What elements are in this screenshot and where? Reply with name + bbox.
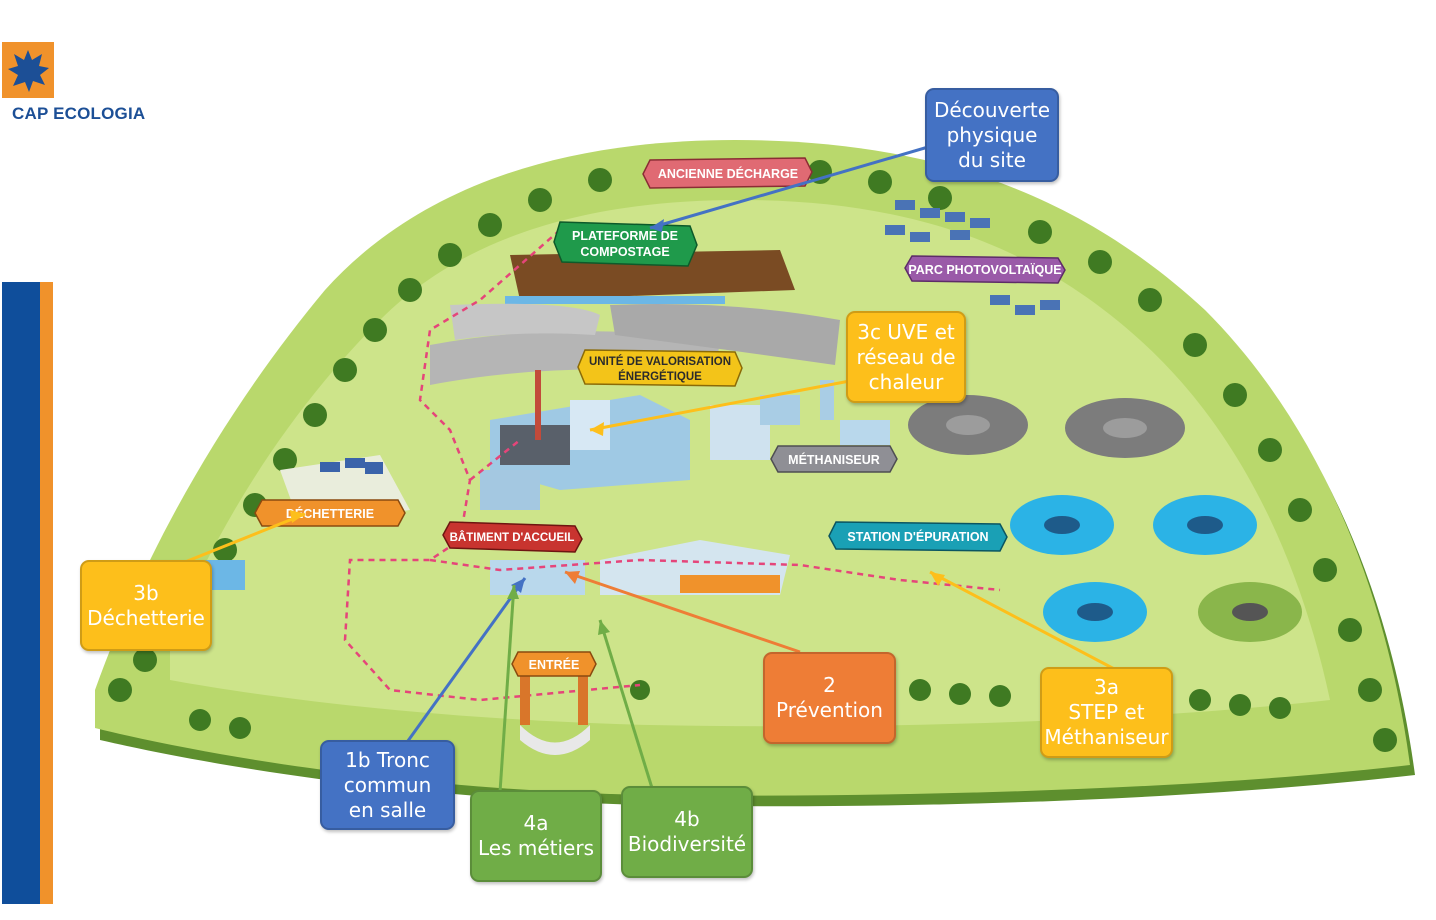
stop-3b-dechetterie: 3b Déchetterie xyxy=(80,560,212,651)
stop-2-prevention: 2 Prévention xyxy=(763,652,896,744)
banner-label-1: PLATEFORME DE xyxy=(572,229,678,243)
banner-ancienne-decharge: ANCIENNE DÉCHARGE xyxy=(642,157,813,189)
stop-3a-step: 3a STEP et Méthaniseur xyxy=(1040,667,1173,758)
stop-3c-uve: 3c UVE et réseau de chaleur xyxy=(846,311,966,403)
banner-label-1: UNITÉ DE VALORISATION xyxy=(589,355,731,368)
welcome-building xyxy=(490,540,790,595)
banner-parc-photovoltaique: PARC PHOTOVOLTAÏQUE xyxy=(904,255,1066,284)
stop-4b-biodiversite: 4b Biodiversité xyxy=(621,786,753,878)
banner-label: STATION D'ÉPURATION xyxy=(847,529,988,544)
water-channel xyxy=(505,296,725,304)
tree-border xyxy=(108,160,1397,752)
banner-label: BÂTIMENT D'ACCUEIL xyxy=(450,531,575,544)
banner-label: ANCIENNE DÉCHARGE xyxy=(658,166,798,181)
banner-label: PARC PHOTOVOLTAÏQUE xyxy=(908,262,1061,277)
treatment-tanks xyxy=(908,395,1302,642)
methaniseur-building xyxy=(710,380,890,460)
banner-batiment-accueil: BÂTIMENT D'ACCUEIL xyxy=(442,521,583,553)
gravel-heap-3 xyxy=(610,304,840,365)
cap-ecologia-logo xyxy=(2,42,54,98)
gravel-heap-2 xyxy=(450,303,600,340)
banner-label-2: ÉNERGÉTIQUE xyxy=(618,370,702,383)
walking-path xyxy=(343,229,1001,702)
side-bar-orange xyxy=(40,282,53,904)
banner-label-2: COMPOSTAGE xyxy=(580,245,669,259)
banner-entree: ENTRÉE xyxy=(511,651,597,677)
banner-label: MÉTHANISEUR xyxy=(788,452,880,467)
gravel-heap-1 xyxy=(430,331,720,385)
banner-label: DÉCHETTERIE xyxy=(286,506,374,521)
stop-decouverte-site: Découverte physique du site xyxy=(925,88,1059,182)
banner-dechetterie: DÉCHETTERIE xyxy=(254,499,406,527)
entrance-arch xyxy=(520,660,590,755)
uve-building xyxy=(480,370,690,510)
connector-lines xyxy=(164,143,1121,793)
banner-methaniseur: MÉTHANISEUR xyxy=(770,445,898,473)
leaf-icon xyxy=(8,50,49,92)
brand-name: CAP ECOLOGIA xyxy=(12,104,146,123)
banner-label: ENTRÉE xyxy=(529,657,580,672)
banner-station-epuration: STATION D'ÉPURATION xyxy=(828,521,1008,552)
solar-panels xyxy=(885,200,1060,315)
stop-1b-tronc-commun: 1b Tronc commun en salle xyxy=(320,740,455,830)
stop-4a-metiers: 4a Les métiers xyxy=(470,790,602,882)
banner-plateforme-compostage: PLATEFORME DE COMPOSTAGE xyxy=(553,221,698,267)
banner-unite-valorisation: UNITÉ DE VALORISATION ÉNERGÉTIQUE xyxy=(577,349,743,387)
side-bar-blue xyxy=(2,282,40,904)
